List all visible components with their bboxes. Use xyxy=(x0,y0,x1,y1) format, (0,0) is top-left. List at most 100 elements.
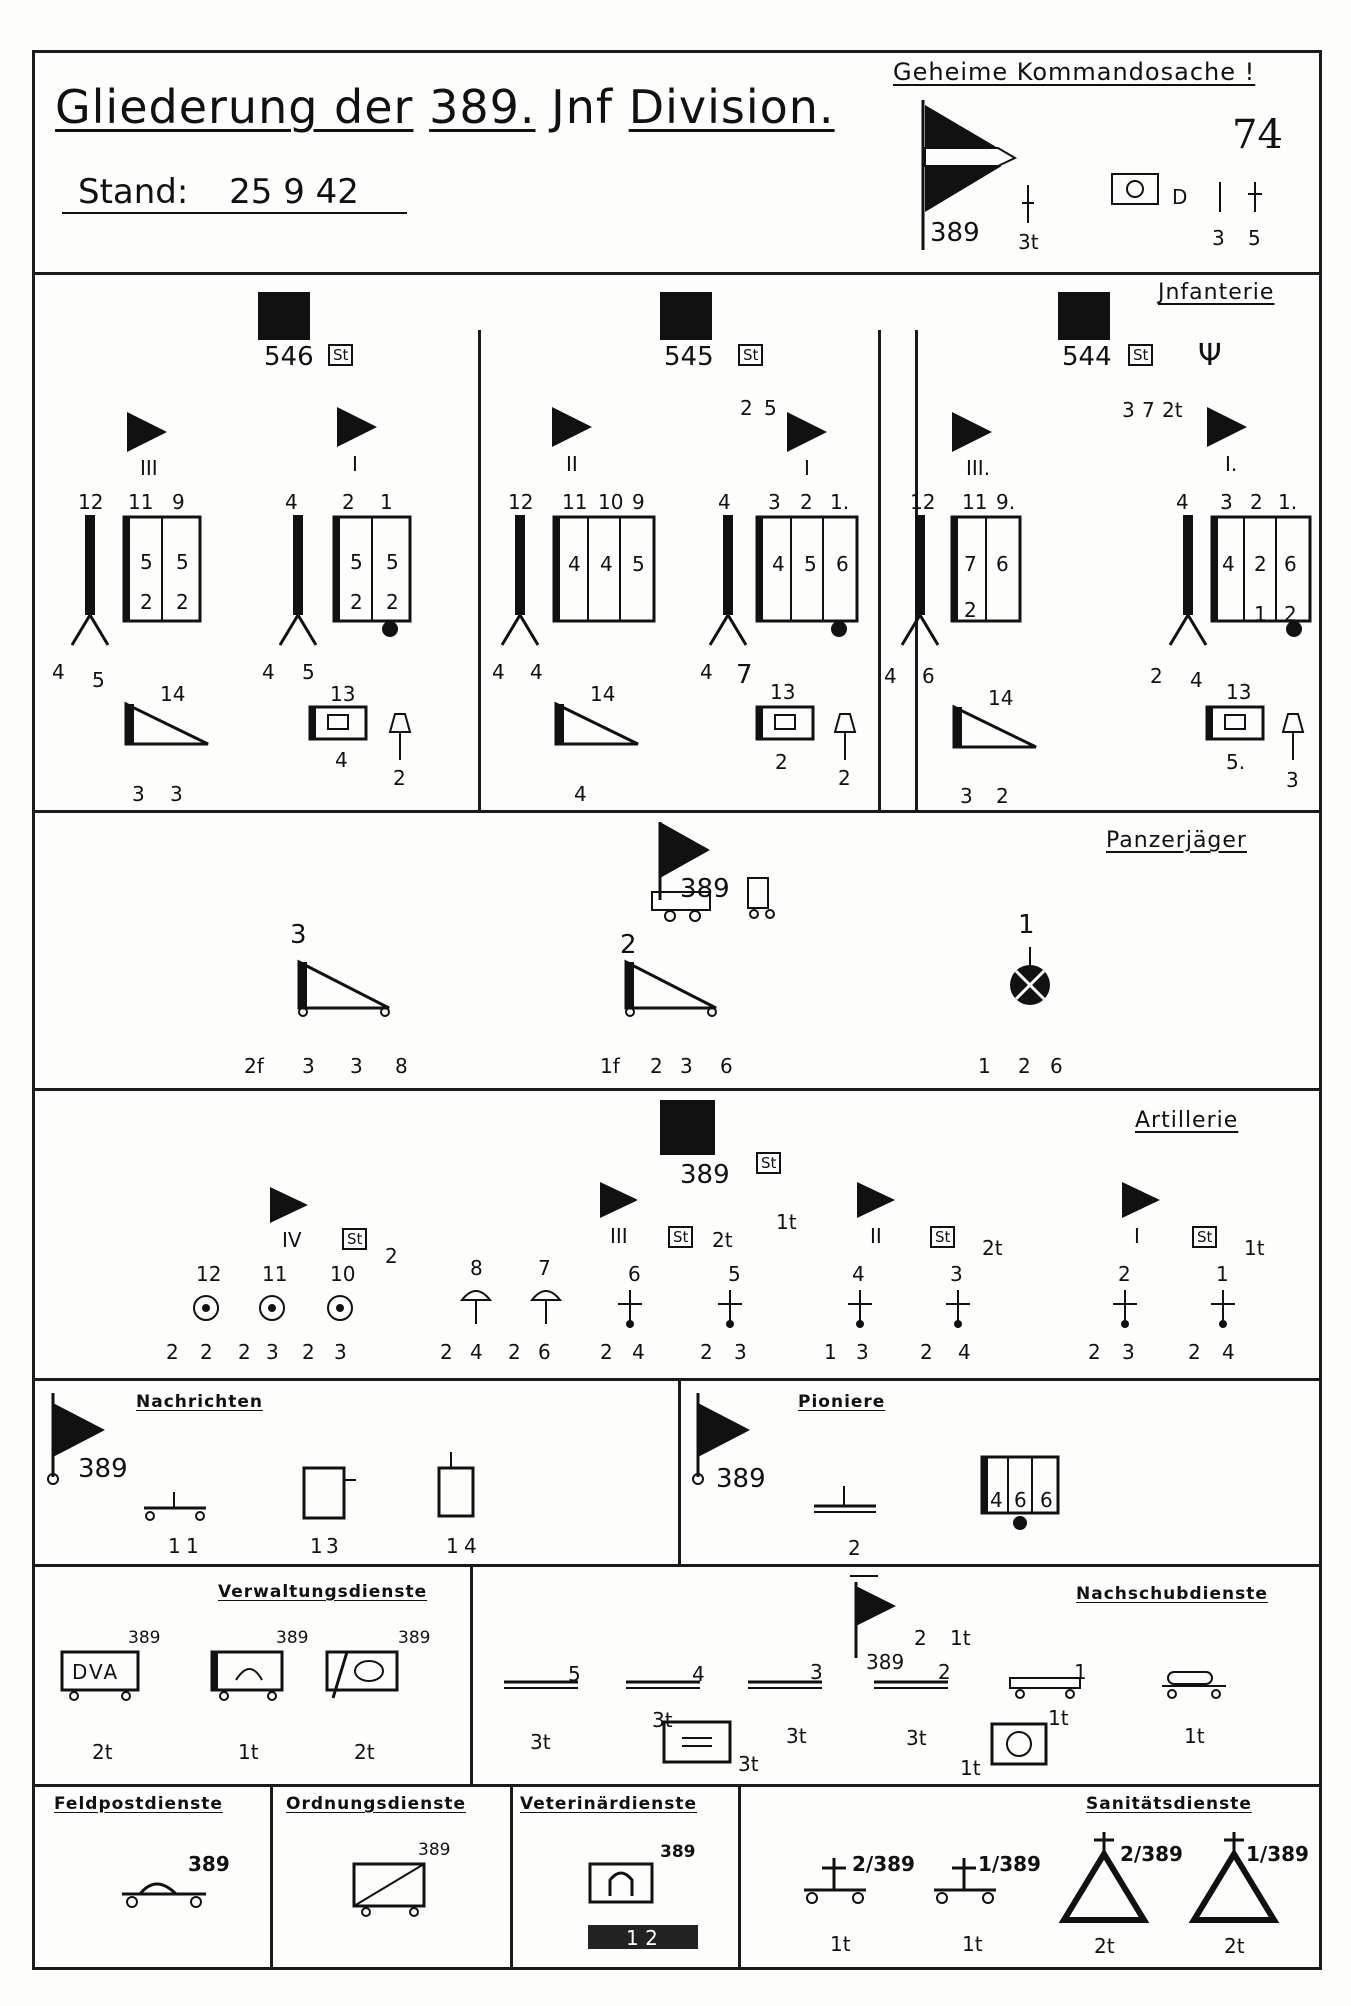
company-number: 12 xyxy=(910,490,936,514)
field-battery-icons xyxy=(848,1290,970,1328)
battalion-flag-icon xyxy=(600,1182,638,1218)
infantry-gun-company-icon xyxy=(1205,705,1265,741)
company-number: 3 xyxy=(768,490,781,514)
artillery-hq-number: 389 xyxy=(680,1160,730,1190)
unit-number: 389 xyxy=(188,1852,230,1876)
sub-value: 1f xyxy=(600,1054,620,1078)
sub-value: 6 xyxy=(1050,1054,1063,1078)
unit-label: 1/389 xyxy=(978,1852,1041,1876)
page-border xyxy=(32,50,1322,1970)
cell-value: 4 xyxy=(1222,552,1235,576)
classification-stamp: Geheime Kommandosache ! xyxy=(893,58,1256,86)
sub-value: 6 xyxy=(922,664,935,688)
pioneer-hq-flag-icon xyxy=(692,1393,750,1485)
sub-value: 4 xyxy=(464,1534,477,1558)
sub-value: 2 xyxy=(1088,1340,1101,1364)
sub-value: 1t xyxy=(960,1756,981,1780)
cell-value: 5 xyxy=(632,552,645,576)
section-label-artillerie: Artillerie xyxy=(1135,1108,1239,1133)
cell-value: 5 xyxy=(140,550,153,574)
hq-sub-1: 3t xyxy=(1018,230,1039,254)
heavy-battery-icons xyxy=(459,1290,742,1328)
company-number: 3 xyxy=(1220,490,1233,514)
truck-icon xyxy=(747,877,775,919)
battery-number: 12 xyxy=(196,1262,222,1286)
sub-value: 4 xyxy=(574,782,587,806)
company-number: 14 xyxy=(160,682,186,706)
cell-value: 2 xyxy=(386,590,399,614)
hq-sub-3: 5 xyxy=(1248,226,1261,250)
sub-value: 1t xyxy=(776,1210,797,1234)
battalion-roman: I xyxy=(1134,1224,1140,1248)
sub-value: 2 xyxy=(838,766,851,790)
bridge-column-icon xyxy=(814,1486,876,1513)
mg-company-icon xyxy=(1168,515,1208,646)
sub-value: 4 xyxy=(1222,1340,1235,1364)
sub-value: 4 xyxy=(492,660,505,684)
sub-value: 4 xyxy=(884,664,897,688)
sub-value: 2 xyxy=(996,784,1009,808)
ordnung-divider xyxy=(510,1784,513,1970)
rifle-company-box-icon xyxy=(755,515,859,637)
sub-value: 5. xyxy=(1226,750,1246,774)
sub-value: 3 xyxy=(680,1054,693,1078)
page-title: Gliederung der 389. Jnf Division. xyxy=(55,80,835,134)
page-number: 74 xyxy=(1232,112,1283,158)
unit-label: 1/389 xyxy=(1246,1842,1309,1866)
company-number: 1 xyxy=(1018,910,1035,940)
sub-value: 1t xyxy=(1244,1236,1265,1260)
sub-value: 2 xyxy=(1188,1340,1201,1364)
battalion-flag-icon xyxy=(270,1187,308,1223)
unit-label: 2/389 xyxy=(1120,1842,1183,1866)
rifle-company-box-icon xyxy=(1210,515,1312,637)
lamp-icon xyxy=(388,713,412,760)
battalion-flag-icon xyxy=(337,407,377,447)
battalion-roman: II xyxy=(566,452,578,476)
staff-box: St xyxy=(328,344,354,366)
battalion-flag-icon xyxy=(1207,407,1247,447)
battalion-flag-icon xyxy=(787,412,827,452)
sub-value: 2t xyxy=(354,1740,375,1764)
company-number: 2 xyxy=(342,490,355,514)
mg-company-icon xyxy=(278,515,318,646)
sub-value: 1 xyxy=(978,1054,991,1078)
regiment-number: 544 xyxy=(1062,342,1112,372)
battalion-roman: I xyxy=(804,456,810,480)
field-post-vehicle-icon xyxy=(122,1882,206,1908)
section-label-veterinaer: Veterinärdienste xyxy=(520,1794,697,1814)
sub-value: 2 xyxy=(775,750,788,774)
vehicle-icon xyxy=(1022,185,1034,223)
battery-number: 3 xyxy=(950,1262,963,1286)
section-label-verwaltung: Verwaltungsdienste xyxy=(218,1582,428,1602)
sub-value: 2 xyxy=(914,1626,927,1650)
company-number: 11 xyxy=(128,490,154,514)
sub-value: 2f xyxy=(244,1054,264,1078)
antitank-company-icon xyxy=(952,704,1037,749)
supply-company-box-icon xyxy=(662,1720,732,1764)
battalion-flag-icon xyxy=(857,1182,895,1218)
sub-value: 1t xyxy=(238,1740,259,1764)
sub-value: 1t xyxy=(1048,1706,1069,1730)
cell-value: 4 xyxy=(600,552,613,576)
rifle-company-box-icon xyxy=(122,515,202,623)
maintenance-company-icon xyxy=(990,1722,1048,1766)
battalion-flag-icon xyxy=(952,412,992,452)
division-number: 389 xyxy=(930,218,980,248)
panzerjaeger-divider xyxy=(32,1088,1322,1091)
section-label-nachrichten: Nachrichten xyxy=(136,1392,264,1412)
sub-value: 2 xyxy=(385,1244,398,1268)
sub-value: 5 xyxy=(302,660,315,684)
sub-value: 1t xyxy=(1184,1724,1205,1748)
unit-label: 2/389 xyxy=(852,1852,915,1876)
supply-column-icon xyxy=(748,1680,822,1689)
stand-underline xyxy=(62,212,407,214)
sub-value: 3t xyxy=(530,1730,551,1754)
company-number: 2 xyxy=(620,930,637,960)
cell-value: 5 xyxy=(386,550,399,574)
company-number: 12 xyxy=(78,490,104,514)
sub-value: 2 xyxy=(166,1340,179,1364)
sub-value: 4 xyxy=(530,660,543,684)
company-number: 11 xyxy=(962,490,988,514)
battery-number: 8 xyxy=(470,1256,483,1280)
sub-value: 3 xyxy=(132,782,145,806)
